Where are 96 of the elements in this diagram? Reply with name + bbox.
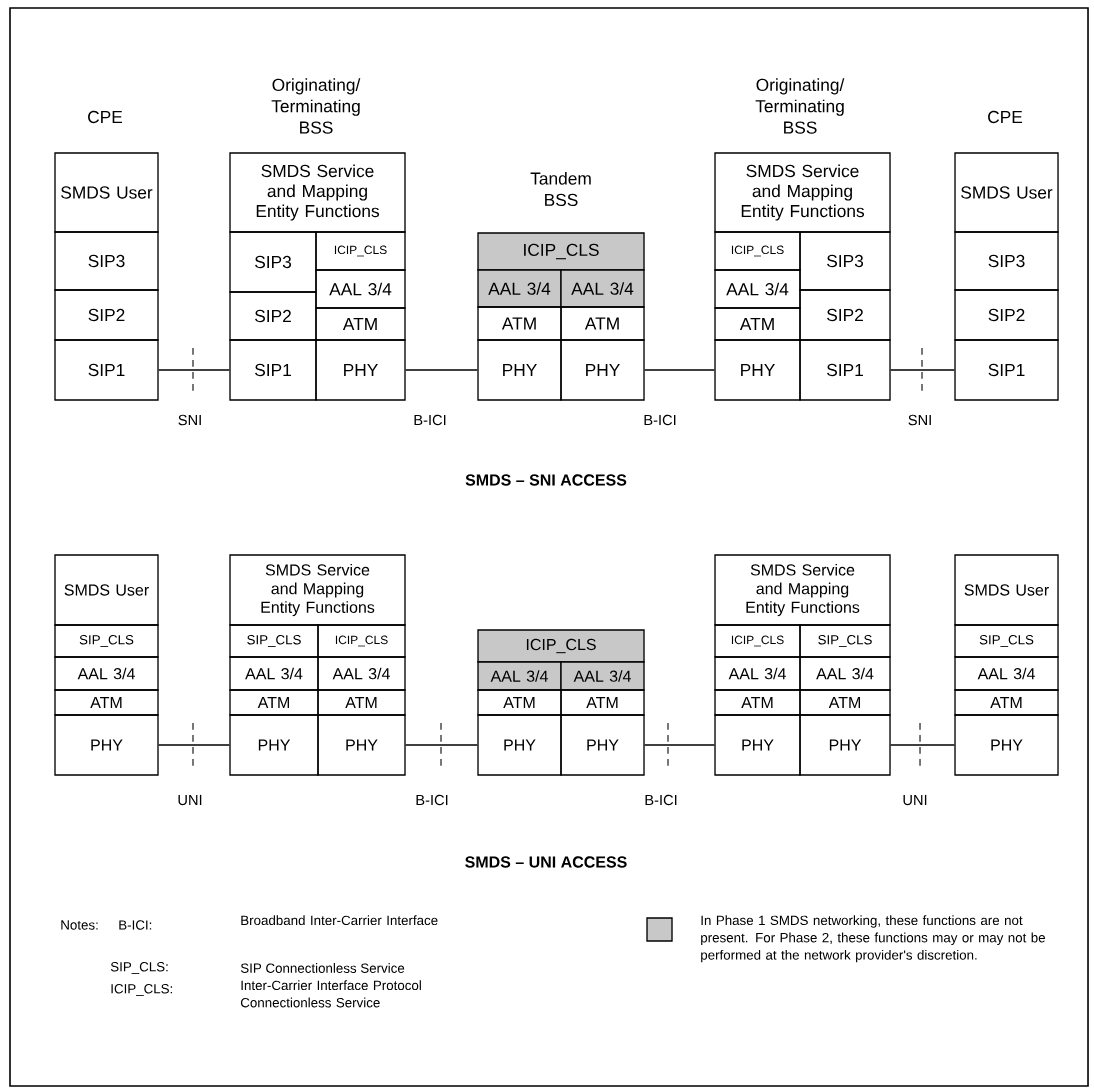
protocol-layer-box: AAL 3/4 (560, 269, 645, 308)
protocol-layer-box: PHY (229, 714, 319, 776)
protocol-layer-box: AAL 3/4 (560, 661, 645, 691)
protocol-layer-box: PHY (560, 339, 645, 401)
section-title: SMDS – UNI ACCESS (465, 856, 627, 868)
protocol-layer-box: SIP3 (799, 231, 891, 291)
protocol-layer-box: SIP1 (799, 339, 891, 401)
edge-label: B-ICI (645, 794, 677, 806)
protocol-layer-box: PHY (799, 714, 891, 776)
protocol-layer-box: PHY (714, 339, 801, 401)
edge-label: UNI (903, 794, 927, 806)
protocol-layer-box: SIP2 (54, 289, 159, 341)
connector-line (158, 744, 230, 746)
protocol-layer-box: ATM (315, 307, 406, 341)
protocol-layer-box: SIP2 (954, 289, 1059, 341)
column-heading: CPE (88, 110, 123, 124)
note-text: SIP Connectionless Service (240, 963, 405, 973)
protocol-layer-box: ATM (954, 689, 1059, 716)
protocol-layer-box: PHY (317, 714, 406, 776)
protocol-layer-box: ICIP_CLS (714, 231, 801, 271)
protocol-layer-box: ATM (560, 689, 645, 716)
protocol-layer-box: ATM (229, 689, 319, 716)
connector-line (158, 369, 230, 371)
column-heading: Originating/ Terminating BSS (755, 78, 845, 134)
protocol-layer-box: AAL 3/4 (799, 656, 891, 691)
protocol-layer-box: ATM (714, 689, 801, 716)
protocol-layer-box: AAL 3/4 (317, 656, 406, 691)
protocol-layer-box: SIP_CLS (799, 624, 891, 658)
note-term: B-ICI: (119, 920, 152, 930)
connector-line (890, 744, 955, 746)
connector-line (405, 369, 478, 371)
note-text: Inter-Carrier Interface Protocol Connectionless Service (240, 980, 421, 1008)
protocol-layer-box: AAL 3/4 (54, 656, 159, 691)
protocol-layer-box: AAL 3/4 (477, 661, 562, 691)
protocol-layer-box: SMDS Service and Mapping Entity Functions (714, 152, 891, 233)
protocol-layer-box: SMDS Service and Mapping Entity Functions (229, 152, 406, 233)
protocol-layer-box: SIP_CLS (229, 624, 319, 658)
notes-label: Notes: (61, 920, 98, 930)
edge-label: B-ICI (416, 794, 448, 806)
connector-line (644, 744, 715, 746)
protocol-layer-box: SIP2 (799, 289, 891, 341)
protocol-layer-box: SIP1 (54, 339, 159, 401)
protocol-layer-box: ATM (477, 689, 562, 716)
protocol-layer-box: AAL 3/4 (714, 269, 801, 309)
protocol-layer-box: ATM (714, 307, 801, 341)
note-text: Broadband Inter-Carrier Interface (241, 915, 438, 926)
protocol-layer-box: SIP_CLS (954, 624, 1059, 658)
connector-line (405, 744, 478, 746)
note-term: ICIP_CLS: (111, 984, 173, 996)
note-term: SIP_CLS: (110, 962, 168, 974)
protocol-layer-box: PHY (477, 339, 562, 401)
protocol-layer-box: ATM (477, 306, 562, 341)
column-heading: Originating/ Terminating BSS (271, 78, 361, 134)
protocol-layer-box: ATM (317, 689, 406, 716)
protocol-layer-box: AAL 3/4 (714, 656, 801, 691)
protocol-layer-box: SIP2 (229, 291, 317, 341)
protocol-layer-box: AAL 3/4 (477, 269, 562, 308)
connector-line (890, 369, 955, 371)
protocol-layer-box: ICIP_CLS (317, 624, 406, 658)
protocol-layer-box: PHY (560, 714, 645, 776)
connector-line (644, 369, 715, 371)
column-heading: Tandem BSS (530, 171, 591, 207)
protocol-layer-box: SIP3 (54, 231, 159, 291)
protocol-layer-box: SIP3 (229, 231, 317, 293)
protocol-layer-box: SIP1 (954, 339, 1059, 401)
protocol-layer-box: SMDS User (54, 554, 159, 626)
protocol-layer-box: AAL 3/4 (954, 656, 1059, 691)
protocol-layer-box: AAL 3/4 (229, 656, 319, 691)
protocol-layer-box: SMDS Service and Mapping Entity Functions (229, 554, 406, 626)
protocol-layer-box: ICIP_CLS (477, 232, 645, 271)
column-heading: CPE (988, 110, 1023, 124)
edge-label: SNI (178, 414, 201, 426)
protocol-layer-box: ATM (54, 689, 159, 716)
edge-label: B-ICI (644, 414, 676, 426)
edge-label: UNI (178, 794, 202, 806)
protocol-layer-box: SMDS User (54, 152, 159, 233)
protocol-layer-box: PHY (714, 714, 801, 776)
protocol-layer-box: AAL 3/4 (315, 269, 406, 309)
protocol-layer-box: SMDS User (954, 152, 1059, 233)
protocol-layer-box: SIP1 (229, 339, 317, 401)
edge-label: SNI (908, 414, 931, 426)
protocol-layer-box: ATM (560, 306, 645, 341)
protocol-layer-box: PHY (477, 714, 562, 776)
legend-text: In Phase 1 SMDS networking, these functions are not present. For Phase 2, these functions may or may not be performed at the network provider's discretion. (701, 915, 1045, 963)
edge-label: B-ICI (414, 414, 446, 426)
protocol-layer-box: PHY (954, 714, 1059, 776)
protocol-layer-box: PHY (54, 714, 159, 776)
protocol-layer-box: SIP_CLS (54, 624, 159, 658)
protocol-layer-box: PHY (315, 339, 406, 401)
protocol-layer-box: SIP3 (954, 231, 1059, 291)
protocol-layer-box: SMDS User (954, 554, 1059, 626)
protocol-layer-box: ICIP_CLS (315, 231, 406, 271)
protocol-layer-box: ATM (799, 689, 891, 716)
protocol-layer-box: SMDS Service and Mapping Entity Functions (714, 554, 891, 626)
protocol-layer-box: ICIP_CLS (714, 624, 801, 658)
section-title: SMDS – SNI ACCESS (465, 474, 627, 486)
